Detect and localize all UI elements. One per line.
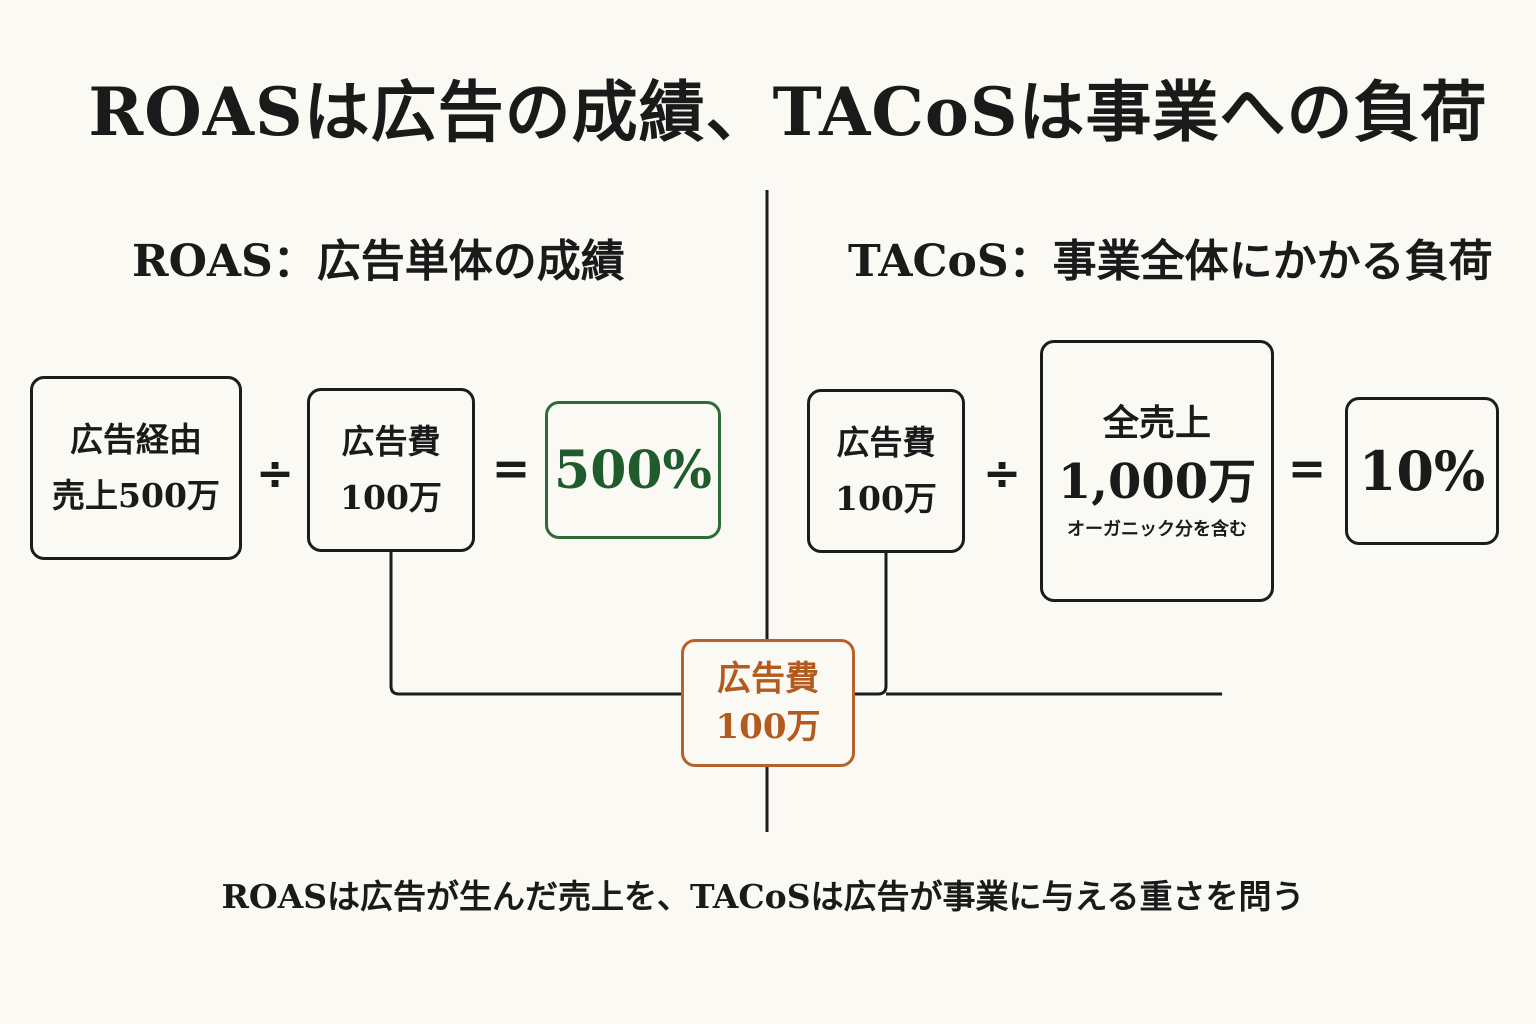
roas-denominator-line-1: 広告費	[341, 422, 441, 461]
tacos-numerator-line-1: 広告費	[836, 423, 936, 462]
tacos-result-box: 10%	[1345, 397, 1499, 545]
equals-symbol: =	[491, 441, 531, 495]
equals-symbol: =	[1287, 441, 1327, 495]
roas-denominator-box: 広告費 100万	[307, 388, 475, 552]
shared-ad-cost-line-1: 広告費	[717, 659, 819, 699]
roas-heading: ROAS：広告単体の成績	[132, 236, 625, 287]
roas-numerator-box: 広告経由 売上500万	[30, 376, 242, 560]
tacos-connector-line	[855, 553, 888, 696]
tacos-numerator-box: 広告費 100万	[807, 389, 965, 553]
shared-ad-cost-line-2: 100万	[715, 707, 821, 747]
tacos-denominator-label: 全売上	[1102, 402, 1211, 444]
roas-connector-line	[389, 552, 681, 696]
bottom-caption: ROASは広告が生んだ売上を、TACoSは広告が事業に与える重さを問う	[221, 877, 1305, 916]
tacos-heading: TACoS：事業全体にかかる負荷	[848, 236, 1493, 287]
shared-ad-cost-box: 広告費 100万	[681, 639, 855, 767]
tacos-result-value: 10%	[1358, 439, 1486, 503]
roas-denominator-line-2: 100万	[340, 478, 442, 517]
roas-numerator-line-1: 広告経由	[70, 420, 202, 459]
roas-result-box: 500%	[545, 401, 721, 539]
tacos-denominator-box: 全売上 1,000万 オーガニック分を含む	[1040, 340, 1274, 602]
roas-numerator-line-2: 売上500万	[52, 476, 220, 515]
roas-result-value: 500%	[554, 439, 712, 501]
divide-symbol: ÷	[255, 446, 295, 500]
tacos-numerator-line-2: 100万	[835, 479, 937, 518]
tacos-denominator-note: オーガニック分を含む	[1067, 519, 1247, 540]
tacos-denominator-value: 1,000万	[1057, 454, 1257, 510]
page-title: ROASは広告の成績、TACoSは事業への負荷	[88, 73, 1488, 151]
divide-symbol: ÷	[982, 446, 1022, 500]
